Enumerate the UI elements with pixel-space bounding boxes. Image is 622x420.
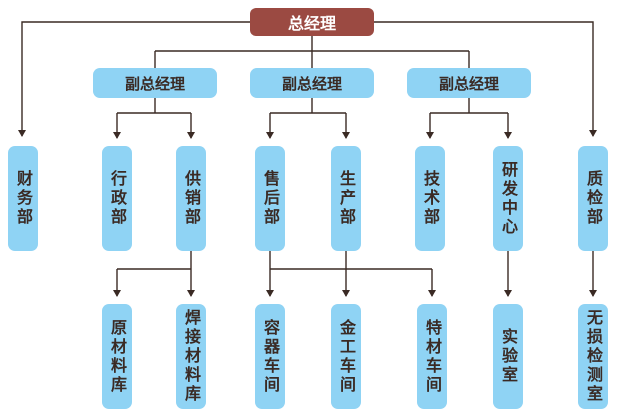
general-manager-box: 总经理 — [250, 8, 374, 36]
unit-ndt-room: 无损检测室 — [578, 304, 608, 409]
unit-welding-material-warehouse: 焊接材料库 — [176, 304, 206, 409]
unit-special-material-workshop: 特材车间 — [417, 304, 447, 409]
vice-president-box: 副总经理 — [93, 68, 217, 98]
vice-president-box: 副总经理 — [407, 68, 531, 98]
department-rnd-center: 研发中心 — [493, 146, 523, 251]
department-admin: 行政部 — [102, 146, 132, 251]
department-supply: 供销部 — [176, 146, 206, 251]
unit-raw-material-warehouse: 原材料库 — [102, 304, 132, 409]
unit-machining-workshop: 金工车间 — [331, 304, 361, 409]
connector-gm-finance — [18, 21, 250, 137]
vice-president-box: 副总经理 — [250, 68, 374, 98]
connector-gm-qc — [374, 21, 597, 137]
unit-vessel-workshop: 容器车间 — [255, 304, 285, 409]
department-finance: 财务部 — [8, 146, 38, 251]
unit-laboratory: 实验室 — [493, 304, 523, 409]
department-quality-control: 质检部 — [578, 146, 608, 251]
department-after-sales: 售后部 — [255, 146, 285, 251]
department-technology: 技术部 — [415, 146, 445, 251]
department-production: 生产部 — [331, 146, 361, 251]
